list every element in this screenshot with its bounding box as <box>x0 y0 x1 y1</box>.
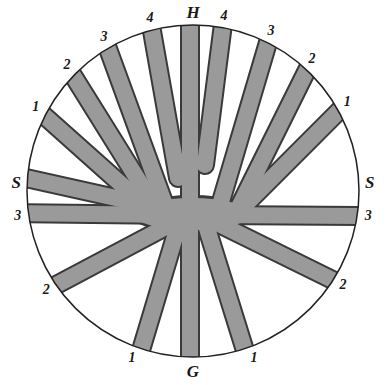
callout-number: 4 <box>220 9 227 23</box>
callout-number: 3 <box>268 24 275 38</box>
callout-number: 2 <box>43 283 50 297</box>
callout-number: 2 <box>340 278 347 292</box>
callout-number: 1 <box>32 100 39 114</box>
callout-number: 1 <box>129 351 136 365</box>
callout-number: 1 <box>344 95 351 109</box>
callout-letter: S <box>365 173 374 190</box>
callout-letter: G <box>187 363 199 380</box>
callout-number: 3 <box>365 209 372 223</box>
callout-number: 2 <box>309 52 316 66</box>
callout-number: 1 <box>250 351 257 365</box>
callout-number: 2 <box>64 58 71 72</box>
callout-letter: H <box>186 3 199 20</box>
callout-number: 4 <box>146 11 153 25</box>
callout-number: 3 <box>101 30 108 44</box>
callout-letter: S <box>11 173 20 190</box>
callout-number: 3 <box>14 209 21 223</box>
